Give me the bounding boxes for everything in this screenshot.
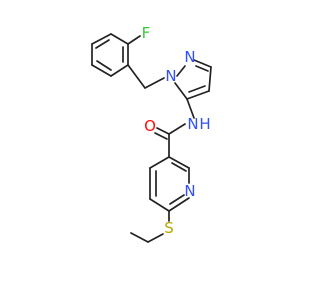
bond bbox=[171, 162, 187, 172]
fluorine-atom: F bbox=[142, 24, 151, 42]
sulfur-atom: S bbox=[164, 219, 174, 237]
bond-lines bbox=[91, 33, 212, 243]
bond bbox=[147, 233, 164, 243]
bond bbox=[168, 123, 186, 135]
pyridine-nitrogen-atom: N bbox=[184, 182, 195, 200]
bond bbox=[188, 85, 206, 93]
chemical-structure: F N N N H O N S bbox=[91, 24, 212, 243]
bond bbox=[174, 82, 188, 100]
bond bbox=[127, 35, 141, 45]
bond bbox=[169, 194, 185, 205]
bond bbox=[193, 59, 212, 68]
bond bbox=[176, 65, 186, 77]
bond bbox=[144, 77, 165, 89]
nitrogen-atom: N bbox=[184, 48, 195, 66]
amide-nitrogen-atom: N bbox=[187, 115, 198, 133]
bond bbox=[149, 198, 170, 212]
bond bbox=[110, 33, 129, 45]
bond bbox=[208, 66, 212, 92]
bond bbox=[168, 156, 190, 169]
bond bbox=[195, 65, 209, 72]
bond bbox=[110, 64, 129, 77]
bond bbox=[186, 90, 210, 100]
bond bbox=[154, 132, 168, 140]
bond bbox=[91, 64, 112, 77]
bond bbox=[127, 64, 146, 89]
bond bbox=[168, 197, 190, 212]
bond bbox=[130, 232, 149, 243]
bond bbox=[91, 33, 112, 45]
bond bbox=[149, 156, 170, 169]
hydrogen-atom: H bbox=[199, 115, 210, 133]
bond bbox=[156, 127, 170, 135]
bond bbox=[95, 39, 110, 49]
atom-labels: F N N N H O N S bbox=[142, 24, 211, 237]
nitrogen-atom: N bbox=[165, 67, 176, 85]
oxygen-atom: O bbox=[144, 117, 156, 135]
bond bbox=[186, 98, 195, 119]
bond bbox=[96, 60, 112, 71]
